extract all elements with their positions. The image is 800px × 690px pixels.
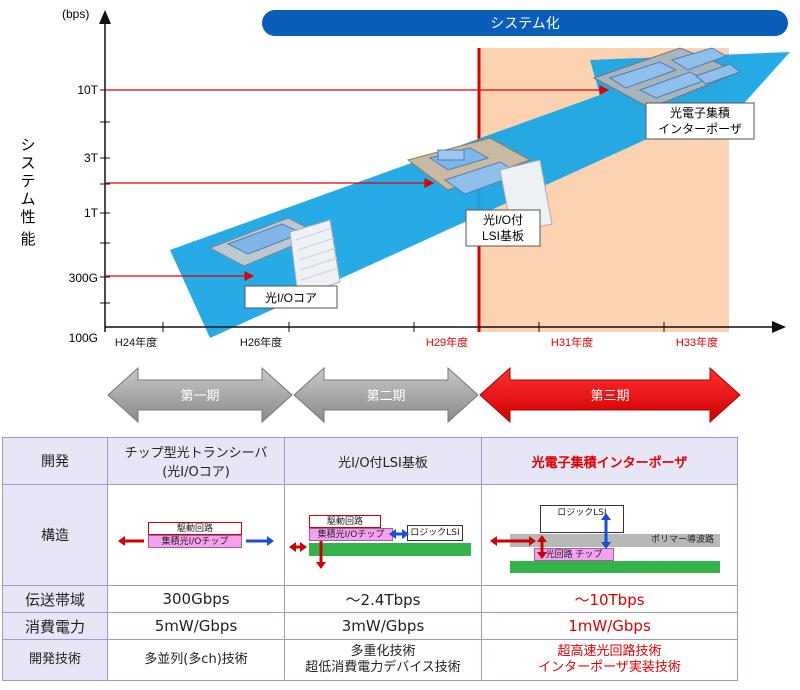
x-tick-h26: H26年度 bbox=[240, 335, 282, 349]
development-table: 開発 チップ型光トランシーバ (光I/Oコア) 光I/O付LSI基板 光電子集積… bbox=[2, 437, 738, 681]
struct-cell-2: 駆動回路 集積光I/Oチップ ロジックLSI bbox=[284, 484, 482, 586]
row-label-bandwidth: 伝送帯域 bbox=[2, 585, 108, 613]
stage1-label: 光I/Oコア bbox=[265, 291, 317, 305]
tech-cell-3-line1: 超高速光回路技術 bbox=[557, 644, 662, 659]
y-axis-arrowhead bbox=[99, 10, 111, 24]
drive-circuit-box-2: 駆動回路 bbox=[309, 515, 381, 528]
dev-cell-1-line1: チップ型光トランシーバ bbox=[124, 446, 268, 461]
y-axis-title-char: ム bbox=[20, 191, 35, 208]
x-ticks: H24年度 H26年度 H29年度 H31年度 H33年度 bbox=[115, 335, 718, 349]
phase3-label: 第三期 bbox=[590, 388, 629, 403]
tech-cell-2: 多重化技術 超低消費電力デバイス技術 bbox=[284, 639, 482, 681]
structure-row: 構造 駆動回路 集積光I/Oチップ 駆動回路 集積光I/Oチップ ロジックLSI bbox=[2, 484, 738, 586]
io-arrows-2 bbox=[289, 529, 409, 569]
phase-arrows: 第一期 第二期 第三期 bbox=[107, 366, 741, 424]
x-tick-h31: H31年度 bbox=[551, 335, 593, 349]
y-tick-1T: 1T bbox=[84, 206, 99, 220]
row-label-structure: 構造 bbox=[2, 484, 108, 586]
system-performance-diagram: システム化 (bps) 10T 3T 1T 300G 100G H24年度 H2… bbox=[20, 7, 790, 349]
substrate-3 bbox=[510, 561, 720, 573]
y-axis-title-char: 能 bbox=[20, 231, 35, 248]
row-label-power: 消費電力 bbox=[2, 612, 108, 640]
y-tick-100G: 100G bbox=[69, 331, 98, 345]
y-axis-title-char: 性 bbox=[20, 209, 35, 226]
dev-cell-2: 光I/O付LSI基板 bbox=[284, 437, 482, 485]
optical-circuit-chip: 光回路 チップ bbox=[534, 548, 614, 561]
y-axis-title: システム性能 bbox=[20, 137, 35, 248]
optoelectronic-interposer-module bbox=[592, 47, 742, 109]
x-tick-h24: H24年度 bbox=[115, 335, 157, 349]
tech-cell-2-line2: 超低消費電力デバイス技術 bbox=[305, 660, 461, 675]
polymer-waveguide: ポリマー導波路 bbox=[510, 534, 720, 547]
tech-cell-3-line2: インターポーザ実装技術 bbox=[538, 660, 681, 675]
y-axis-title-char: ス bbox=[20, 155, 35, 172]
system-banner bbox=[262, 10, 788, 36]
stage3-label-box bbox=[645, 102, 755, 140]
y-axis-title-char: シ bbox=[20, 137, 35, 154]
technology-row: 開発技術 多並列(多ch)技術 多重化技術 超低消費電力デバイス技術 超高速光回… bbox=[2, 639, 738, 681]
system-banner-label: システム化 bbox=[490, 15, 560, 31]
stage3-label-line1: 光電子集積 bbox=[670, 105, 730, 120]
bandwidth-cell-3: ～10Tbps bbox=[481, 585, 738, 613]
struct-cell-1: 駆動回路 集積光I/Oチップ bbox=[107, 484, 285, 586]
tech-cell-3: 超高速光回路技術 インターポーザ実装技術 bbox=[481, 639, 738, 681]
development-row: 開発 チップ型光トランシーバ (光I/Oコア) 光I/O付LSI基板 光電子集積… bbox=[2, 437, 738, 485]
optical-chip-box-1: 集積光I/Oチップ bbox=[148, 535, 242, 548]
dev-cell-1-line2: (光I/Oコア) bbox=[162, 465, 230, 480]
power-row: 消費電力 5mW/Gbps 3mW/Gbps 1mW/Gbps bbox=[2, 612, 738, 640]
power-cell-2: 3mW/Gbps bbox=[284, 612, 482, 640]
x-tick-h33: H33年度 bbox=[676, 335, 718, 349]
x-axis-arrowhead bbox=[772, 321, 786, 333]
phase3-arrow bbox=[479, 366, 741, 424]
phase2-label: 第二期 bbox=[366, 388, 405, 403]
y-axis-unit: (bps) bbox=[62, 7, 89, 21]
phase1-arrow bbox=[107, 366, 293, 424]
bandwidth-cell-2: ～2.4Tbps bbox=[284, 585, 482, 613]
y-axis-title-char: テ bbox=[20, 173, 35, 190]
dev-cell-1: チップ型光トランシーバ (光I/Oコア) bbox=[107, 437, 285, 485]
dev-cell-3: 光電子集積インターポーザ bbox=[481, 437, 738, 485]
struct-cell-3: ロジックLSI ポリマー導波路 光回路 チップ bbox=[481, 484, 738, 586]
y-tick-10T: 10T bbox=[77, 83, 98, 97]
svg-text:システム性能: システム性能 bbox=[20, 137, 35, 248]
phase1-label: 第一期 bbox=[180, 388, 219, 403]
drive-circuit-box-1: 駆動回路 bbox=[148, 522, 242, 535]
bandwidth-cell-1: 300Gbps bbox=[107, 585, 285, 613]
stage2-label-line1: 光I/O付 bbox=[483, 213, 523, 227]
substrate-2 bbox=[309, 543, 471, 556]
x-tick-h29: H29年度 bbox=[426, 335, 468, 349]
optical-io-core-module bbox=[208, 217, 341, 297]
io-arrows-1 bbox=[118, 536, 274, 546]
power-cell-1: 5mW/Gbps bbox=[107, 612, 285, 640]
tech-cell-1: 多並列(多ch)技術 bbox=[107, 639, 285, 681]
y-ticks: 10T 3T 1T 300G 100G bbox=[69, 83, 99, 345]
stage3-label-line2: インターポーザ bbox=[658, 122, 742, 136]
y-tick-300G: 300G bbox=[69, 271, 98, 285]
y-tick-3T: 3T bbox=[84, 151, 99, 165]
tech-cell-2-line1: 多重化技術 bbox=[350, 644, 416, 659]
row-label-development: 開発 bbox=[2, 437, 108, 485]
bandwidth-row: 伝送帯域 300Gbps ～2.4Tbps ～10Tbps bbox=[2, 585, 738, 613]
io-arrows-3 bbox=[490, 513, 611, 559]
phase2-arrow bbox=[293, 366, 479, 424]
row-label-technology: 開発技術 bbox=[2, 639, 108, 681]
stage1-label-box bbox=[244, 285, 338, 309]
power-cell-3: 1mW/Gbps bbox=[481, 612, 738, 640]
stage2-label-line2: LSI基板 bbox=[482, 229, 524, 243]
stage2-label-box bbox=[465, 209, 541, 247]
